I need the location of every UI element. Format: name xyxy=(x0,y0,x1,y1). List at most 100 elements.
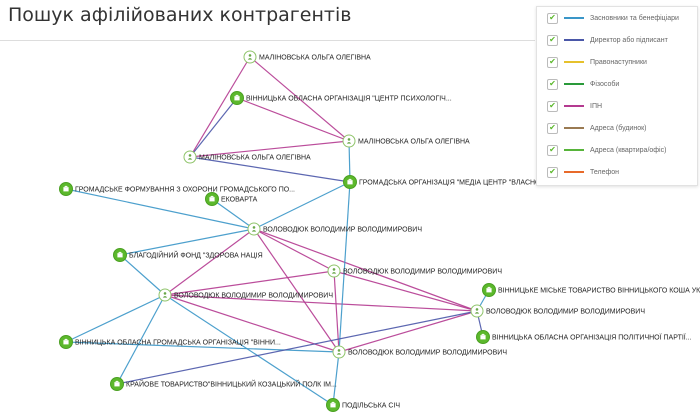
graph-node-person[interactable]: ВОЛОВОДЮК ВОЛОДИМИР ВОЛОДИМИРОВИЧ xyxy=(327,264,502,278)
legend-color-swatch xyxy=(564,17,584,19)
graph-node-organization[interactable]: ВІННИЦЬКА ОБЛАСНА ОРГАНІЗАЦІЯ ПОЛІТИЧНОЇ… xyxy=(476,330,692,344)
graph-node-label: ВІННИЦЬКА ОБЛАСНА ОРГАНІЗАЦІЯ "ЦЕНТР ПСИ… xyxy=(246,96,452,103)
graph-node-person[interactable]: ВОЛОВОДЮК ВОЛОДИМИР ВОЛОДИМИРОВИЧ xyxy=(247,222,422,236)
legend-label: Директор або підписант xyxy=(590,36,668,44)
legend-item[interactable]: ✔Фізособи xyxy=(537,73,697,95)
graph-edge-tax-number xyxy=(253,228,340,353)
legend-list: ✔Засновники та бенефіціари✔Директор або … xyxy=(537,7,697,183)
graph-node-organization[interactable]: ВІННИЦЬКА ОБЛАСНА ОРГАНІЗАЦІЯ "ЦЕНТР ПСИ… xyxy=(230,91,452,105)
graph-edge-founders xyxy=(332,351,340,406)
graph-node-person[interactable]: ВОЛОВОДЮК ВОЛОДИМИР ВОЛОДИМИРОВИЧ xyxy=(158,288,333,302)
graph-edge-tax-number xyxy=(189,140,350,158)
building-icon xyxy=(113,380,121,387)
building-icon xyxy=(116,251,124,258)
nodes-layer: МАЛІНОВСЬКА ОЛЬГА ОЛЕГІВНА ВІННИЦЬКА ОБЛА… xyxy=(59,50,700,412)
building-icon xyxy=(329,401,337,408)
person-node-circle[interactable] xyxy=(470,304,484,318)
person-node-circle[interactable] xyxy=(342,134,356,148)
person-icon xyxy=(331,268,337,274)
graph-edge-director xyxy=(116,310,478,385)
person-node-circle[interactable] xyxy=(247,222,261,236)
legend-color-swatch xyxy=(564,39,584,41)
legend-color-swatch xyxy=(564,127,584,129)
graph-edge-tax-number xyxy=(249,56,350,142)
legend-color-swatch xyxy=(564,171,584,173)
graph-node-person[interactable]: ВОЛОВОДЮК ВОЛОДИМИР ВОЛОДИМИРОВИЧ xyxy=(332,345,507,359)
graph-node-label: ПОДІЛЬСЬКА СІЧ xyxy=(342,403,400,410)
checkbox-checked-icon[interactable]: ✔ xyxy=(547,34,558,46)
graph-edge-founders xyxy=(65,294,166,343)
graph-edge-tax-number xyxy=(333,270,340,353)
legend-item[interactable]: ✔ Правонаступники xyxy=(537,51,697,73)
legend-item[interactable]: ✔Засновники та бенефіціари xyxy=(537,7,697,29)
checkbox-checked-icon[interactable]: ✔ xyxy=(547,56,558,68)
graph-edge-tax-number xyxy=(164,294,340,353)
graph-node-label: ГРОМАДСЬКА ОРГАНІЗАЦІЯ "МЕДІА ЦЕНТР "ВЛА… xyxy=(359,180,541,187)
graph-node-person[interactable]: МАЛІНОВСЬКА ОЛЬГА ОЛЕГІВНА xyxy=(342,134,470,148)
graph-node-person[interactable]: МАЛІНОВСЬКА ОЛЬГА ОЛЕГІВНА xyxy=(183,150,311,164)
legend-item[interactable]: ✔ Директор або підписант xyxy=(537,29,697,51)
graph-node-label: ВІННИЦЬКЕ МІСЬКЕ ТОВАРИСТВО ВІННИЦЬКОГО … xyxy=(498,288,700,295)
building-icon xyxy=(208,195,216,202)
graph-node-label: ВІННИЦЬКА ОБЛАСНА ГРОМАДСЬКА ОРГАНІЗАЦІЯ… xyxy=(75,340,281,347)
graph-edge-tax-number xyxy=(333,270,478,312)
legend-label: Правонаступники xyxy=(590,58,647,66)
graph-node-label: МАЛІНОВСЬКА ОЛЬГА ОЛЕГІВНА xyxy=(358,139,470,146)
graph-node-label: МАЛІНОВСЬКА ОЛЬГА ОЛЕГІВНА xyxy=(199,155,311,162)
legend-label: Адреса (квартира/офіс) xyxy=(590,146,667,154)
legend-item[interactable]: ✔ Адреса (квартира/офіс) xyxy=(537,139,697,161)
graph-node-organization[interactable]: БЛАГОДІЙНИЙ ФОНД "ЗДОРОВА НАЦІЯ xyxy=(113,248,263,262)
graph-node-label: ВОЛОВОДЮК ВОЛОДИМИР ВОЛОДИМИРОВИЧ xyxy=(486,309,645,316)
graph-node-label: БЛАГОДІЙНИЙ ФОНД "ЗДОРОВА НАЦІЯ xyxy=(129,251,263,260)
graph-node-person[interactable]: ВОЛОВОДЮК ВОЛОДИМИР ВОЛОДИМИРОВИЧ xyxy=(470,304,645,318)
person-icon xyxy=(162,292,168,298)
building-icon xyxy=(62,338,70,345)
graph-node-label: ВОЛОВОДЮК ВОЛОДИМИР ВОЛОДИМИРОВИЧ xyxy=(343,269,502,276)
person-node-circle[interactable] xyxy=(158,288,172,302)
graph-node-organization[interactable]: ВІННИЦЬКА ОБЛАСНА ГРОМАДСЬКА ОРГАНІЗАЦІЯ… xyxy=(59,335,281,349)
person-node-circle[interactable] xyxy=(332,345,346,359)
graph-node-organization[interactable]: ПОДІЛЬСЬКА СІЧ xyxy=(326,398,401,412)
graph-edge-founders xyxy=(211,198,255,230)
graph-node-organization[interactable]: ВІННИЦЬКЕ МІСЬКЕ ТОВАРИСТВО ВІННИЦЬКОГО … xyxy=(482,283,700,297)
person-node-circle[interactable] xyxy=(183,150,197,164)
graph-edge-director xyxy=(189,97,238,158)
legend-panel: ✔Засновники та бенефіціари✔Директор або … xyxy=(536,6,698,186)
legend-item[interactable]: ✔ІПН xyxy=(537,95,697,117)
checkbox-checked-icon[interactable]: ✔ xyxy=(547,122,558,134)
graph-node-label: ЕКОВАРТА xyxy=(221,197,258,204)
legend-color-swatch xyxy=(564,105,584,107)
graph-edge-director xyxy=(189,156,351,183)
graph-edge-tax-number xyxy=(338,310,478,353)
checkbox-checked-icon[interactable]: ✔ xyxy=(547,166,558,178)
graph-node-label: КРАЙОВЕ ТОВАРИСТВО"ВІННИЦЬКИЙ КОЗАЦЬКИЙ … xyxy=(126,380,337,389)
graph-node-person[interactable]: МАЛІНОВСЬКА ОЛЬГА ОЛЕГІВНА xyxy=(243,50,371,64)
legend-color-swatch xyxy=(564,83,584,85)
checkbox-checked-icon[interactable]: ✔ xyxy=(547,144,558,156)
graph-node-organization[interactable]: КРАЙОВЕ ТОВАРИСТВО"ВІННИЦЬКИЙ КОЗАЦЬКИЙ … xyxy=(110,377,337,391)
graph-node-organization[interactable]: ГРОМАДСЬКА ОРГАНІЗАЦІЯ "МЕДІА ЦЕНТР "ВЛА… xyxy=(343,175,542,189)
graph-node-label: ГРОМАДСЬКЕ ФОРМУВАННЯ З ОХОРОНИ ГРОМАДСЬ… xyxy=(75,187,295,194)
title-divider xyxy=(0,40,535,41)
graph-node-label: МАЛІНОВСЬКА ОЛЬГА ОЛЕГІВНА xyxy=(259,55,371,62)
person-node-circle[interactable] xyxy=(243,50,257,64)
legend-item[interactable]: ✔Телефон xyxy=(537,161,697,183)
graph-node-organization[interactable]: ГРОМАДСЬКЕ ФОРМУВАННЯ З ОХОРОНИ ГРОМАДСЬ… xyxy=(59,182,296,196)
graph-edge-founders xyxy=(116,294,166,385)
legend-color-swatch xyxy=(564,61,584,63)
graph-edge-tax-number xyxy=(164,270,335,296)
graph-edge-tax-number xyxy=(253,228,478,312)
checkbox-checked-icon[interactable]: ✔ xyxy=(547,78,558,90)
checkbox-checked-icon[interactable]: ✔ xyxy=(547,12,558,24)
person-icon xyxy=(474,308,480,314)
graph-edge-founders xyxy=(65,188,255,230)
graph-node-organization[interactable]: ЕКОВАРТА xyxy=(205,192,258,206)
graph-edge-founders xyxy=(338,181,351,353)
person-icon xyxy=(336,349,342,355)
legend-item[interactable]: ✔Адреса (будинок) xyxy=(537,117,697,139)
graph-edge-tax-number xyxy=(236,97,350,142)
building-icon xyxy=(62,185,70,192)
checkbox-checked-icon[interactable]: ✔ xyxy=(547,100,558,112)
person-node-circle[interactable] xyxy=(327,264,341,278)
